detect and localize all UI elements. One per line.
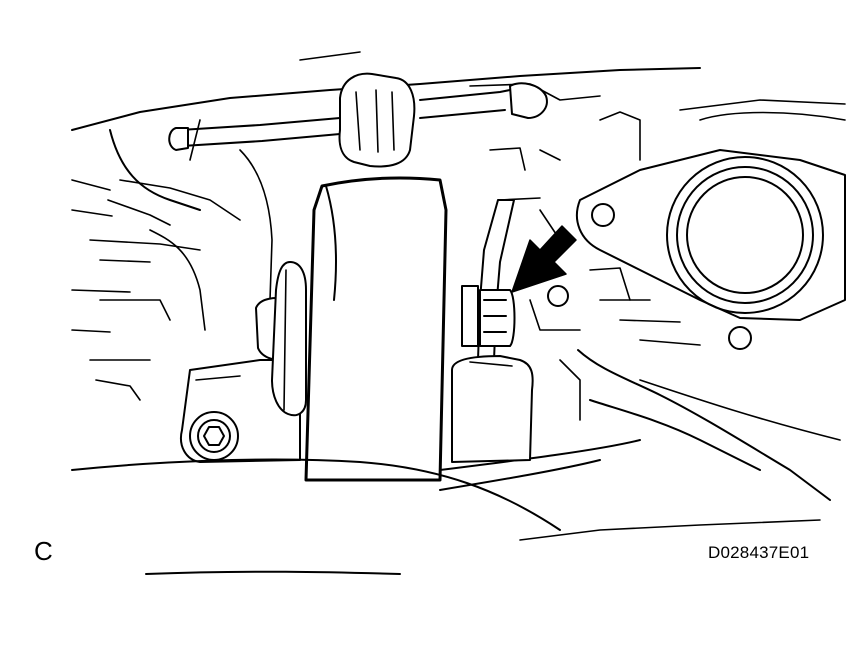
figure-code: D028437E01	[708, 543, 810, 562]
exhaust-flange	[575, 99, 846, 350]
engine-mount-insulator	[304, 176, 448, 482]
engine-block-outline	[71, 51, 701, 401]
arrow-icon	[511, 225, 577, 293]
mount-stay-right	[451, 199, 534, 463]
mount-bracket-left	[180, 261, 307, 463]
view-letter: C	[34, 536, 53, 566]
wiring-harness	[168, 72, 548, 168]
subframe-outline	[71, 458, 561, 575]
